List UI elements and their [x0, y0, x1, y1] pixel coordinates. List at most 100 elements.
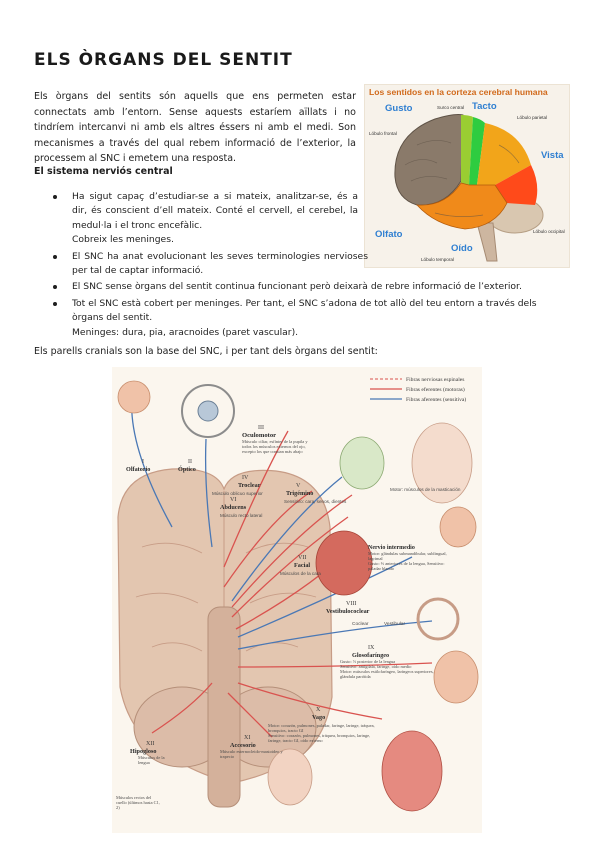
- nerve-VIII-label: Vestibulococlear: [326, 608, 370, 615]
- nerve-line-IX: [237, 662, 433, 668]
- nerve-XII-desc: Músculos de la lengua: [138, 755, 165, 765]
- nerve-line-intermedio: [237, 556, 413, 638]
- nerve-VII-desc: Músculos de la cara: [280, 571, 321, 576]
- skull-illustration: [411, 422, 473, 504]
- face-trigeminal-illustration: [339, 436, 385, 490]
- nerve-line-X: [237, 682, 383, 720]
- nerve-IX-taste: Gusto: ⅓ posterior de la lengua: [340, 659, 396, 664]
- section-heading-snc: El sistema nerviós central: [34, 166, 173, 177]
- label-lobulo-frontal: Lóbulo frontal: [369, 131, 397, 136]
- coclear-label: Coclear: [352, 621, 369, 627]
- nervio-intermedio-taste: Gusto: ⅔ anteriores de la lengua, Sensit…: [368, 561, 445, 571]
- bullet-text: Ha sigut capaç d’estudiar-se a si mateix…: [72, 191, 358, 231]
- nerve-X-number: X: [316, 707, 321, 713]
- nerve-VI-desc: Músculo recto lateral: [220, 513, 262, 518]
- nerve-line-III: [223, 430, 289, 568]
- nerve-XI-number: XI: [244, 735, 250, 741]
- nerve-line-II: [204, 438, 213, 548]
- nose-illustration: [117, 380, 151, 414]
- label-vista: Vista: [541, 150, 564, 161]
- nerve-V-label: Trigémino: [286, 490, 313, 497]
- nervio-intermedio-motor: Motor: glándulas submandibular, sublingu…: [368, 551, 447, 561]
- label-lobulo-temporal: Lóbulo temporal: [421, 257, 454, 262]
- brain-senses-figure: Gusto Tacto Vista Olfato Oído Surco cent…: [364, 84, 570, 268]
- cranial-nerves-figure: Fibras nerviosas espinales Fibras eferen…: [112, 367, 482, 833]
- legend-efferent: Fibras eferentes (motoras): [406, 386, 465, 393]
- bullet-subtext: Cobreix les meninges.: [72, 234, 174, 246]
- nerve-XII-label: Hipogloso: [130, 748, 156, 755]
- throat-illustration: [433, 650, 479, 704]
- gyri-strokes: [404, 140, 520, 217]
- list-item: El SNC ha anat evolucionant les seves te…: [34, 250, 368, 279]
- nerve-XII-number: XII: [146, 741, 154, 747]
- nerve-line-IV: [223, 490, 313, 588]
- nerve-X-motor: Motor: corazón, pulmones, paladar, farin…: [268, 723, 375, 733]
- nerve-X-desc-box: Motor: corazón, pulmones, paladar, farin…: [268, 723, 378, 743]
- nerve-VII-number: VII: [298, 555, 306, 561]
- face-muscles-illustration: [315, 530, 373, 596]
- motor-cortex-shape: [461, 115, 473, 185]
- nerve-V-desc: Sensitivo: cara, senos, dientes: [284, 499, 347, 504]
- ear-illustration: [416, 597, 460, 641]
- cranial-nerves-illustration: Fibras nerviosas espinales Fibras eferen…: [116, 377, 479, 812]
- nerve-X-desc: Motor: corazón, pulmones, paladar, farin…: [268, 723, 378, 743]
- page-title: ELS ÒRGANS DEL SENTIT: [34, 50, 293, 70]
- legend-afferent: Fibras aferentes (sensitiva): [406, 396, 466, 403]
- nerve-XI-desc-box: Músculo esternocleido-mastoideo y trapec…: [220, 749, 283, 759]
- nerve-XII-desc-box: Músculos de la lengua: [138, 755, 165, 765]
- nerve-VI-number: VI: [230, 497, 236, 503]
- parietal-lobe-shape: [477, 123, 531, 185]
- somatosensory-cortex-shape: [469, 117, 485, 185]
- nerve-X-sensory: Sensitivo: corazón, pulmones, tráquea, b…: [268, 733, 371, 743]
- label-lobulo-occipital: Lóbulo occipital: [533, 229, 565, 234]
- intro-paragraph: Els òrgans del sentits són aquells que e…: [34, 91, 356, 165]
- nerve-II-label: Óptico: [178, 465, 196, 473]
- eye-illustration: [181, 384, 235, 438]
- nerve-III-desc: Músculo ciliar, esfínter de la pupila y …: [242, 439, 308, 454]
- nerve-II-number: II: [188, 459, 192, 465]
- thorax-organs-illustration: [381, 730, 443, 812]
- nerve-VIII-number: VIII: [346, 601, 356, 607]
- vestibular-label: Vestibular: [384, 621, 405, 627]
- nervio-intermedio-desc-box: Motor: glándulas submandibular, sublingu…: [368, 551, 452, 571]
- nerve-VII-label: Facial: [294, 562, 310, 569]
- nerve-X-label: Vago: [312, 714, 325, 721]
- nerve-I-label: Olfatorio: [126, 466, 150, 473]
- nerve-IV-label: Troclear: [238, 482, 261, 489]
- nerve-IV-number: IV: [242, 475, 249, 481]
- nerve-XI-desc: Músculo esternocleido-mastoideo y trapec…: [220, 749, 283, 759]
- nerve-line-V-motor: [231, 494, 353, 608]
- nerve-IX-motor: Motor: músculos estilofaríngeo, laríngeo…: [340, 669, 434, 679]
- nerve-III-number: III: [258, 425, 264, 431]
- eye-pupil: [197, 400, 219, 422]
- list-item: Tot el SNC està cobert per meninges. Per…: [34, 297, 568, 340]
- nerve-IX-number: IX: [368, 645, 375, 651]
- label-tacto: Tacto: [472, 101, 497, 112]
- neck-illustration: [267, 748, 313, 806]
- nerve-V-number: V: [296, 483, 301, 489]
- nerve-line-V-sensory: [231, 476, 343, 602]
- label-lobulo-parietal: Lóbulo parietal: [517, 115, 547, 120]
- cervical-desc: Músculos rectos del cuello (últimos hast…: [116, 795, 160, 810]
- cranial-intro: Els parells cranials son la base del SNC…: [34, 346, 378, 357]
- bullet-text: El SNC ha anat evolucionant les seves te…: [72, 250, 368, 277]
- nerve-line-VIII: [237, 620, 433, 650]
- nervio-intermedio-desc: Motor: glándulas submandibular, sublingu…: [368, 551, 452, 571]
- label-oido: Oído: [451, 243, 473, 254]
- label-surco-central: Surco central: [437, 105, 464, 110]
- bullet-text: El SNC sense òrgans del sentit continua …: [72, 281, 522, 293]
- nerve-IX-label: Glosofaríngeo: [352, 652, 389, 659]
- occipital-lobe-shape: [495, 165, 538, 205]
- legend-spinal: Fibras nerviosas espinales: [406, 377, 464, 383]
- list-item: El SNC sense òrgans del sentit continua …: [34, 280, 568, 294]
- brain-figure-title: Los sentidos en la corteza cerebral huma…: [369, 87, 548, 97]
- nerve-VI-label: Abducens: [220, 504, 247, 511]
- nerve-V-motor-desc: Motor: músculos de la masticación: [390, 487, 461, 492]
- nerve-XI-label: Accesorio: [230, 742, 256, 749]
- bullet-subtext: Meninges: dura, pia, aracnoides (paret v…: [72, 326, 299, 338]
- brain-illustration: Gusto Tacto Vista Olfato Oído Surco cent…: [369, 101, 565, 262]
- cervical-desc-box: Músculos rectos del cuello (últimos hast…: [116, 795, 160, 810]
- list-item: Ha sigut capaç d’estudiar-se a si mateix…: [34, 190, 358, 248]
- nerve-IX-sensory: Sensitivo: amígdala, faringe, oído medio: [340, 664, 412, 669]
- brainstem-shape: [476, 222, 498, 262]
